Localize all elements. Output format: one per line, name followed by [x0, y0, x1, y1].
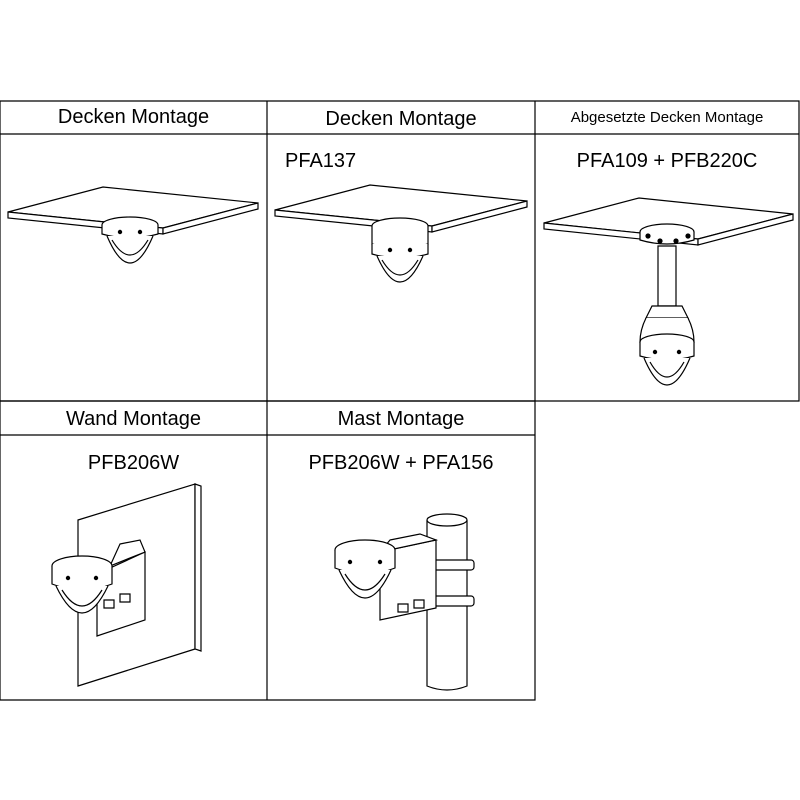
cell-4-model: PFB206W — [87, 452, 180, 474]
cell-2-model: PFA137 — [285, 150, 357, 172]
cell-3-model: PFA109 + PFB220C — [576, 150, 758, 172]
pole-mount-illustration — [335, 514, 474, 690]
cell-5-model: PFB206W + PFA156 — [308, 452, 494, 474]
pendant-mount-illustration — [544, 198, 793, 385]
cell-5-title: Mast Montage — [337, 408, 465, 430]
cell-4-title: Wand Montage — [66, 408, 201, 430]
cell-1-title: Decken Montage — [57, 106, 210, 128]
pfa137-mount-illustration — [275, 185, 527, 282]
cell-2-title: Decken Montage — [325, 108, 477, 130]
cell-3-title: Abgesetzte Decken Montage — [570, 109, 764, 126]
wall-mount-illustration — [52, 484, 201, 686]
ceiling-mount-illustration — [8, 187, 258, 263]
